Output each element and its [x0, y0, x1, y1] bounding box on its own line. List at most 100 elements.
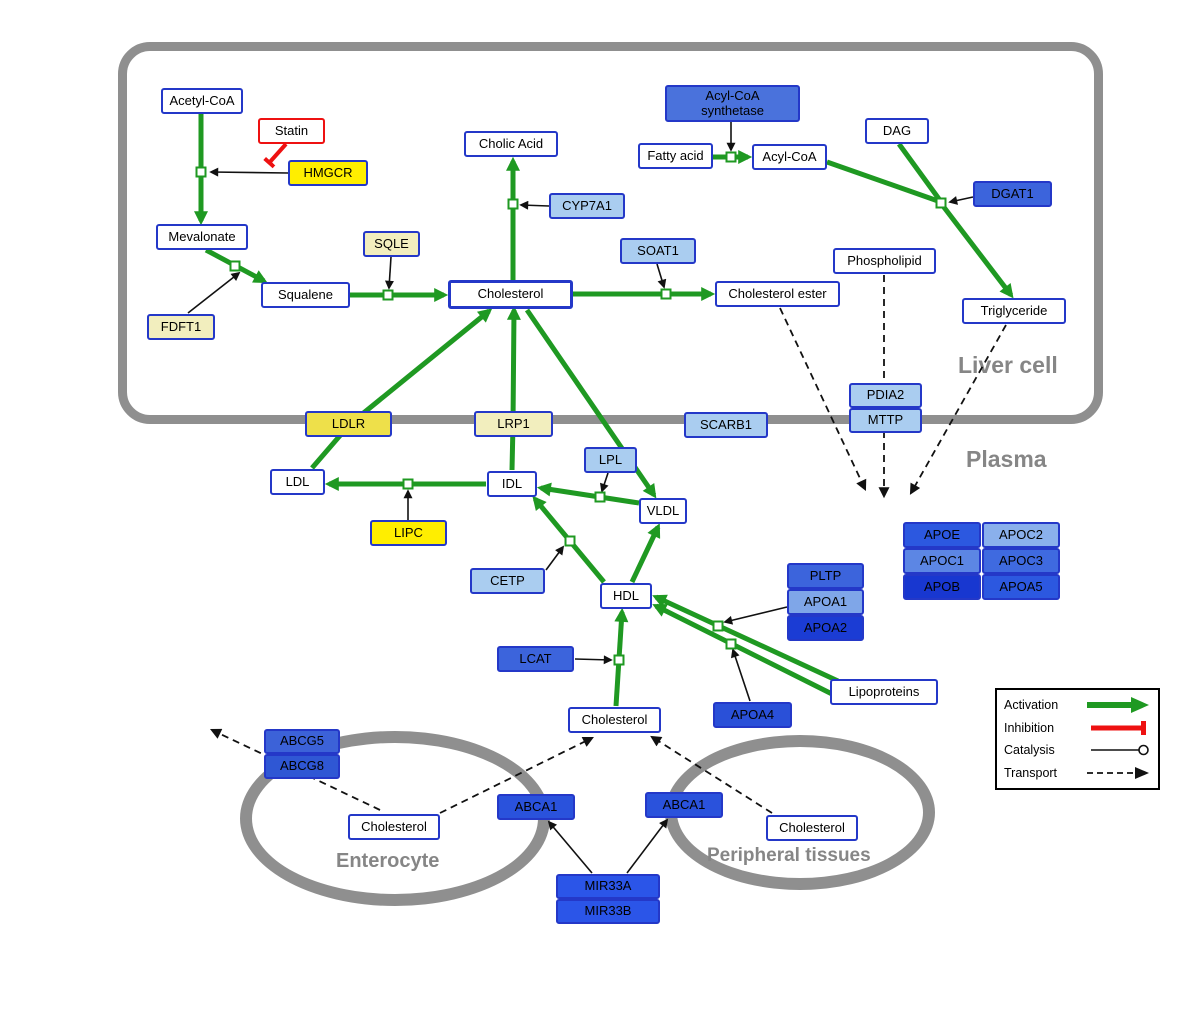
- edge-lipoproteins-hdl-upper: [652, 594, 840, 684]
- legend-catalysis-label: Catalysis: [1004, 743, 1055, 758]
- node-phospholipid[interactable]: Phospholipid: [833, 248, 936, 274]
- node-abca1_peripheral[interactable]: ABCA1: [645, 792, 723, 818]
- reaction-junction: [712, 620, 724, 632]
- edge-cyp7a1-catalysis: [519, 200, 550, 210]
- legend-item-inhibition: Inhibition: [1004, 718, 1151, 738]
- node-apoa5[interactable]: APOA5: [982, 574, 1060, 600]
- edge-cholesterolester-export: [779, 307, 867, 491]
- legend-item-transport: Transport: [1004, 763, 1151, 783]
- node-lipoproteins[interactable]: Lipoproteins: [830, 679, 938, 705]
- reaction-junction: [725, 151, 737, 163]
- node-apoe[interactable]: APOE: [903, 522, 981, 548]
- edge-lipoproteins-hdl-lower: [652, 603, 834, 697]
- node-abcg5[interactable]: ABCG5: [264, 729, 340, 754]
- node-fatty_acid[interactable]: Fatty acid: [638, 143, 713, 169]
- edge-cetp-catalysis: [545, 545, 565, 571]
- transport-dashed-arrow-icon: [1087, 766, 1149, 779]
- inhibition-tee-icon: [1091, 720, 1146, 735]
- node-idl[interactable]: IDL: [487, 471, 537, 497]
- node-fdft1[interactable]: FDFT1: [147, 314, 215, 340]
- edge-dag-dgat-junction: [896, 142, 942, 201]
- node-cyp7a1[interactable]: CYP7A1: [549, 193, 625, 219]
- node-scarb1[interactable]: SCARB1: [684, 412, 768, 438]
- node-ldlr[interactable]: LDLR: [305, 411, 392, 437]
- node-cholesterol_enterocyte[interactable]: Cholesterol: [348, 814, 440, 840]
- edge-statin-inhibits-hmgcr: [263, 142, 288, 169]
- node-abcg8[interactable]: ABCG8: [264, 754, 340, 779]
- edge-enterocyte-cholesterol-efflux: [439, 736, 594, 814]
- node-apoc3[interactable]: APOC3: [982, 548, 1060, 574]
- node-ldl[interactable]: LDL: [270, 469, 325, 495]
- node-abca1_enterocyte[interactable]: ABCA1: [497, 794, 575, 820]
- node-hdl[interactable]: HDL: [600, 583, 652, 609]
- node-squalene[interactable]: Squalene: [261, 282, 350, 308]
- enterocyte-label: Enterocyte: [336, 850, 440, 872]
- edge-acylcoa-dgat-junction: [826, 159, 939, 204]
- node-apoa1[interactable]: APOA1: [787, 589, 864, 615]
- edge-vldl-idl: [536, 482, 640, 506]
- node-triglyceride[interactable]: Triglyceride: [962, 298, 1066, 324]
- liver-cell-label: Liver cell: [958, 352, 1058, 378]
- edge-lpl-catalysis: [600, 472, 609, 493]
- edge-apoa1-catalysis: [723, 606, 788, 625]
- node-vldl[interactable]: VLDL: [639, 498, 687, 524]
- node-apoa2[interactable]: APOA2: [787, 615, 864, 641]
- node-acetyl_coa[interactable]: Acetyl-CoA: [161, 88, 243, 114]
- node-apoc2[interactable]: APOC2: [982, 522, 1060, 548]
- node-lpl[interactable]: LPL: [584, 447, 637, 473]
- reaction-junction: [382, 289, 394, 301]
- edge-hmgcr-catalysis: [209, 167, 289, 177]
- node-sqle[interactable]: SQLE: [363, 231, 420, 257]
- node-cholesterol_liver[interactable]: Cholesterol: [448, 280, 573, 309]
- reaction-junction: [725, 638, 737, 650]
- node-dgat1[interactable]: DGAT1: [973, 181, 1052, 207]
- reaction-junction: [564, 535, 576, 547]
- node-pdia2[interactable]: PDIA2: [849, 383, 922, 408]
- edge-mir33-abca1-enterocyte: [547, 820, 593, 874]
- reaction-junction: [195, 166, 207, 178]
- node-mir33b[interactable]: MIR33B: [556, 899, 660, 924]
- node-apoc1[interactable]: APOC1: [903, 548, 981, 574]
- node-soat1[interactable]: SOAT1: [620, 238, 696, 264]
- reaction-junction: [507, 198, 519, 210]
- node-acyl_coa_synthetase[interactable]: Acyl-CoA synthetase: [665, 85, 800, 122]
- node-dag[interactable]: DAG: [865, 118, 929, 144]
- node-cholesterol_ester[interactable]: Cholesterol ester: [715, 281, 840, 307]
- reaction-junction: [229, 260, 241, 272]
- node-apoa4[interactable]: APOA4: [713, 702, 792, 728]
- node-pltp[interactable]: PLTP: [787, 563, 864, 589]
- reaction-junction: [660, 288, 672, 300]
- node-cholesterol_peripheral[interactable]: Cholesterol: [766, 815, 858, 841]
- edge-dgat1-catalysis: [948, 196, 974, 205]
- edge-fdft1-catalysis: [187, 271, 241, 314]
- node-lrp1[interactable]: LRP1: [474, 411, 553, 437]
- edge-lcat-catalysis: [574, 655, 613, 665]
- node-mttp[interactable]: MTTP: [849, 408, 922, 433]
- peripheral-tissues-label: Peripheral tissues: [707, 845, 871, 866]
- node-acyl_coa[interactable]: Acyl-CoA: [752, 144, 827, 170]
- node-cholic_acid[interactable]: Cholic Acid: [464, 131, 558, 157]
- legend-inhibition-label: Inhibition: [1004, 720, 1055, 735]
- node-lipc[interactable]: LIPC: [370, 520, 447, 546]
- reaction-junction: [935, 197, 947, 209]
- node-statin[interactable]: Statin: [258, 118, 325, 144]
- edge-sqle-catalysis: [384, 256, 394, 290]
- legend-activation-label: Activation: [1004, 698, 1059, 712]
- edge-triglyceride-export: [909, 324, 1007, 495]
- node-lcat[interactable]: LCAT: [497, 646, 574, 672]
- edge-dgat-junction-triglyceride: [941, 204, 1014, 299]
- edge-idl-cholesterol-via-lrp1: [506, 305, 521, 471]
- node-cetp[interactable]: CETP: [470, 568, 545, 594]
- node-mevalonate[interactable]: Mevalonate: [156, 224, 248, 250]
- node-hmgcr[interactable]: HMGCR: [288, 160, 368, 186]
- legend: Activation Inhibition Catalysis Transpor…: [995, 688, 1160, 790]
- edge-mir33-abca1-peripheral: [626, 818, 669, 874]
- reaction-junction: [594, 491, 606, 503]
- activation-arrow-icon: [1087, 697, 1149, 713]
- liver-cell-membrane: [118, 42, 1103, 424]
- node-cholesterol_plasma[interactable]: Cholesterol: [568, 707, 661, 733]
- node-apob[interactable]: APOB: [903, 574, 981, 600]
- node-mir33a[interactable]: MIR33A: [556, 874, 660, 899]
- edge-ldl-cholesterol-via-ldlr: [310, 308, 493, 470]
